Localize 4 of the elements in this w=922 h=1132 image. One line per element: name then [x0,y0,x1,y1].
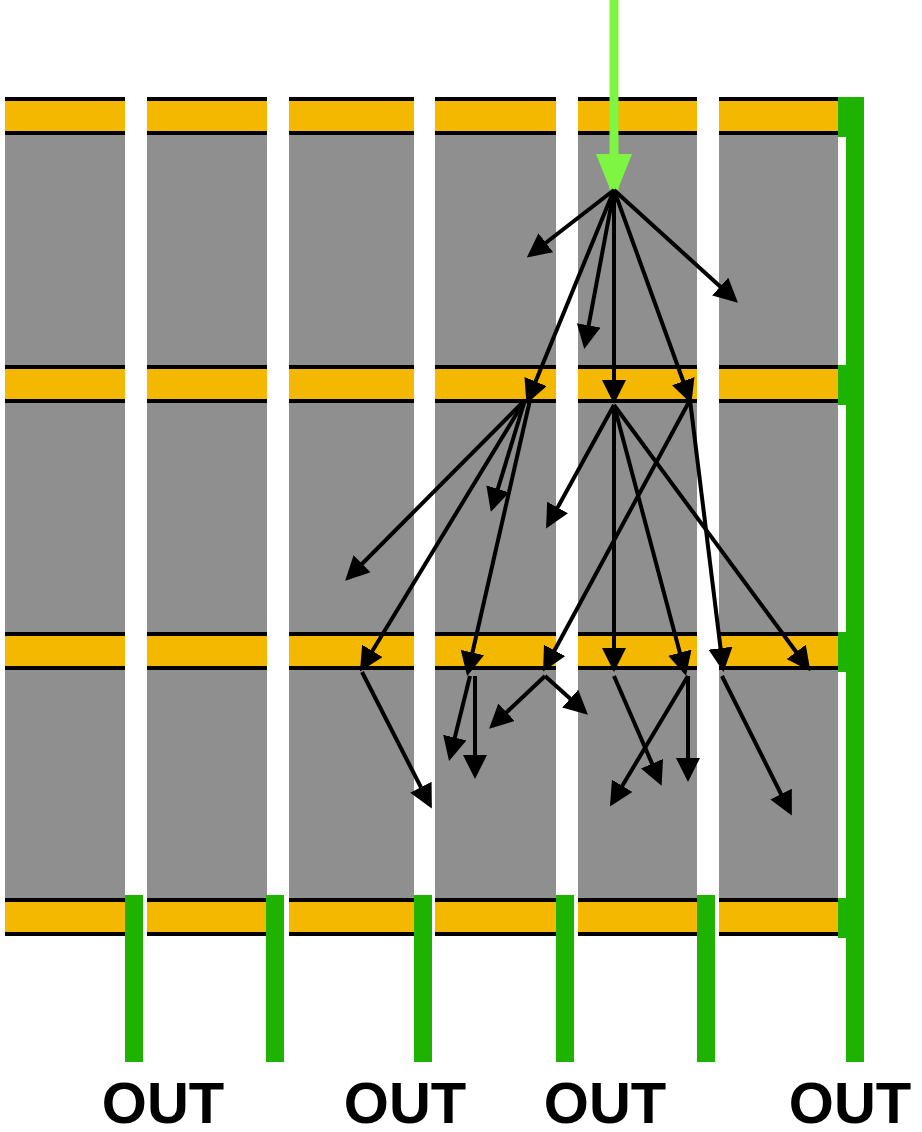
output-label: OUT [787,1070,913,1132]
output-label: OUT [100,1070,226,1132]
output-label: OUT [342,1070,468,1132]
output-label: OUT [542,1070,668,1132]
